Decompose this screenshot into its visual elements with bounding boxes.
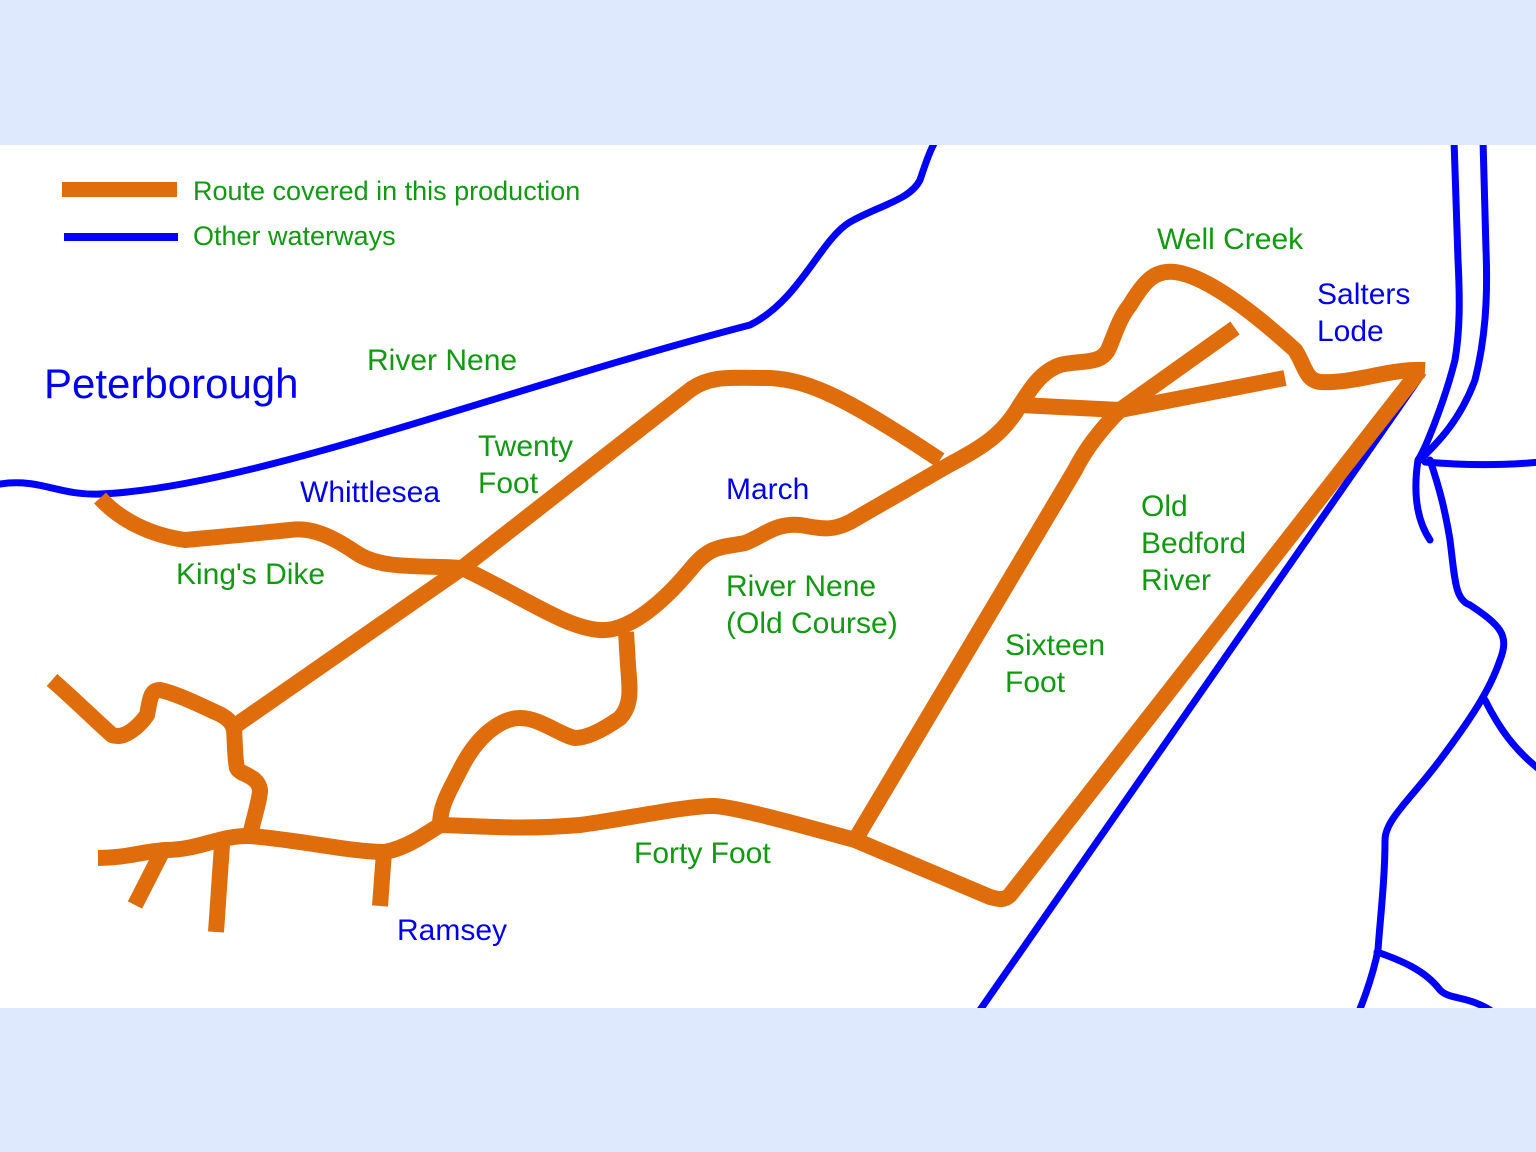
sixteen-foot-line: [848, 404, 1126, 845]
legend-waterway-swatch: [64, 233, 178, 241]
legend-route-label: Route covered in this production: [193, 176, 581, 206]
river-nene-line: [0, 145, 938, 498]
label-twenty-foot: Twenty Foot: [478, 430, 574, 500]
old-bedford-blue: [977, 376, 1422, 1008]
west-spur-b: [127, 848, 170, 909]
hundred-foot-right: [1416, 145, 1491, 464]
old-bedford-route: [851, 365, 1427, 908]
label-forty-foot: Forty Foot: [634, 837, 771, 870]
place-whittlesea: Whittlesea: [300, 476, 441, 509]
west-spur-a: [208, 844, 230, 933]
other-waterways: [0, 145, 1536, 1008]
label-old-bedford-river: Old Bedford River: [1141, 490, 1247, 597]
hundred-foot-left: [1412, 145, 1463, 544]
twenty-foot-line: [227, 369, 945, 735]
place-salters-lode: Salters Lode: [1317, 278, 1411, 348]
legend-waterway-label: Other waterways: [193, 221, 396, 251]
great-ouse-south: [1356, 456, 1508, 1008]
ramsey-loop-line: [432, 631, 638, 826]
label-well-creek: Well Creek: [1157, 223, 1304, 256]
connector-vertical: [226, 727, 268, 838]
place-peterborough: Peterborough: [44, 360, 299, 407]
label-kings-dike: King's Dike: [176, 558, 326, 591]
ramsey-spur: [372, 851, 392, 907]
place-ramsey: Ramsey: [397, 914, 508, 947]
label-sixteen-foot: Sixteen Foot: [1005, 629, 1106, 699]
map-panel: Route covered in this production Other w…: [0, 145, 1536, 1008]
place-march: March: [726, 473, 810, 506]
northwest-spur: [46, 673, 242, 744]
forty-foot-line: [439, 797, 858, 848]
kings-dike-line: [94, 492, 463, 576]
diag-link-line: [1115, 321, 1240, 417]
legend-route-swatch: [62, 182, 177, 197]
south-branch: [1373, 948, 1493, 1008]
label-river-nene: River Nene: [367, 344, 518, 377]
nene-old-course-line: [458, 263, 1426, 639]
east-branch: [1421, 458, 1536, 469]
route-network: [46, 263, 1427, 933]
label-river-nene-old-course: River Nene (Old Course): [726, 570, 898, 640]
east-lower-branch: [1481, 696, 1536, 772]
waterways-map: [0, 145, 1536, 1008]
